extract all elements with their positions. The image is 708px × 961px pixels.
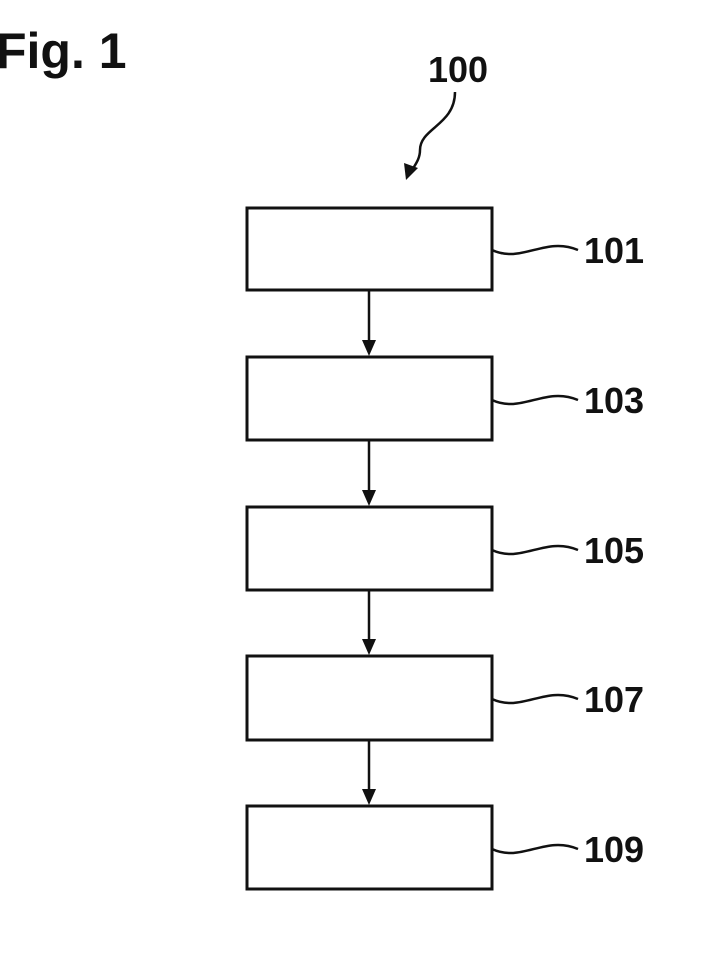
flow-arrowhead-107-109	[362, 789, 376, 805]
step-box-101	[247, 208, 492, 290]
step-leader-105	[492, 546, 578, 554]
flow-arrowhead-103-105	[362, 490, 376, 506]
step-ref-103: 103	[584, 380, 644, 421]
step-leader-109	[492, 845, 578, 853]
step-box-107	[247, 656, 492, 740]
step-leader-107	[492, 695, 578, 703]
step-ref-107: 107	[584, 679, 644, 720]
step-box-109	[247, 806, 492, 889]
step-ref-109: 109	[584, 829, 644, 870]
step-ref-105: 105	[584, 530, 644, 571]
step-leader-101	[492, 246, 578, 254]
flow-arrowhead-105-107	[362, 639, 376, 655]
method-ref-label: 100	[428, 49, 488, 90]
step-leader-103	[492, 396, 578, 404]
step-ref-101: 101	[584, 230, 644, 271]
step-box-103	[247, 357, 492, 440]
figure-title: Fig. 1	[0, 23, 127, 79]
flow-arrowhead-101-103	[362, 340, 376, 356]
step-box-105	[247, 507, 492, 590]
method-leader-line	[411, 92, 455, 172]
